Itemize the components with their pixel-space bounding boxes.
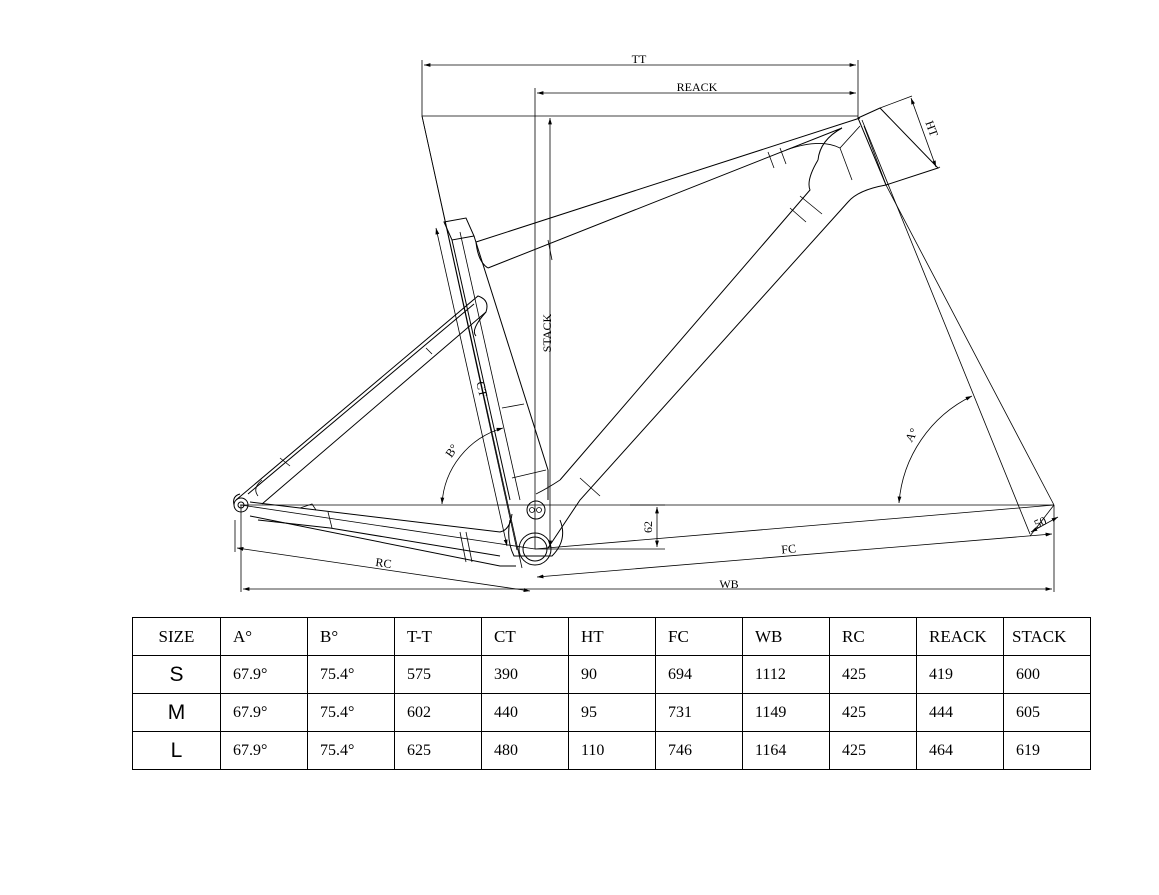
header-cell: CT [481,617,569,656]
table-row: L 67.9° 75.4° 625 480 110 746 1164 425 4… [132,731,1091,770]
down-tube [535,159,887,549]
dimension-ct: CT [435,227,508,547]
label-bb-drop: 62 [641,521,655,533]
table-cell: 605 [1003,693,1091,732]
dimension-a-angle: A° [897,395,973,504]
header-cell: FC [655,617,743,656]
bike-frame [233,107,939,567]
label-ct: CT [473,380,490,399]
label-reach: REACK [677,80,718,94]
table-cell: 67.9° [220,731,308,770]
dimension-reach: REACK [537,80,856,95]
header-cell: WB [742,617,830,656]
table-cell: 464 [916,731,1004,770]
label-b-angle: B° [442,441,461,460]
label-a-angle: A° [902,425,921,444]
table-cell: 694 [655,655,743,694]
header-cell: HT [568,617,656,656]
table-cell: 731 [655,693,743,732]
header-cell: STACK [1003,617,1091,656]
table-cell: 625 [394,731,482,770]
header-cell: A° [220,617,308,656]
table-cell: 440 [481,693,569,732]
table-cell: 602 [394,693,482,732]
dimension-wb: WB [243,577,1052,591]
geometry-table: SIZE A° B° T-T CT HT FC WB RC REACK STAC… [132,617,1091,770]
table-cell: 425 [829,731,917,770]
table-cell: 75.4° [307,731,395,770]
bottom-bracket [508,500,564,566]
table-row: M 67.9° 75.4° 602 440 95 731 1149 425 44… [132,693,1091,732]
label-fc: FC [781,541,797,556]
header-cell: REACK [916,617,1004,656]
table-cell: 425 [829,693,917,732]
dimension-stack: STACK [540,118,554,547]
table-cell: 480 [481,731,569,770]
label-rc: RC [375,555,393,571]
table-cell: 75.4° [307,655,395,694]
table-cell: 1164 [742,731,830,770]
dimension-rc: RC [236,547,531,592]
table-cell: 425 [829,655,917,694]
table-cell: 746 [655,731,743,770]
table-cell: 390 [481,655,569,694]
label-tt: TT [632,52,647,66]
head-tube [857,107,939,186]
dimension-ht: HT [879,95,941,169]
table-cell: 67.9° [220,693,308,732]
size-cell: M [132,693,221,732]
label-fork-offset: 50 [1032,513,1049,531]
table-cell: 575 [394,655,482,694]
dimension-fork-offset: 50 [1030,513,1059,533]
dimension-fc: FC [536,532,1053,579]
table-cell: 67.9° [220,655,308,694]
header-cell: SIZE [132,617,221,656]
header-cell: B° [307,617,395,656]
table-cell: 75.4° [307,693,395,732]
size-cell: S [132,655,221,694]
table-header-row: SIZE A° B° T-T CT HT FC WB RC REACK STAC… [132,617,1091,656]
table-cell: 95 [568,693,656,732]
label-wb: WB [719,577,738,591]
table-cell: 110 [568,731,656,770]
table-cell: 619 [1003,731,1091,770]
table-cell: 1149 [742,693,830,732]
label-ht: HT [922,119,941,139]
table-cell: 90 [568,655,656,694]
dimension-tt: TT [424,52,856,67]
header-cell: T-T [394,617,482,656]
label-stack: STACK [540,313,554,352]
seat-stay [235,295,488,505]
top-tube [475,117,861,269]
table-cell: 1112 [742,655,830,694]
table-cell: 600 [1003,655,1091,694]
table-row: S 67.9° 75.4° 575 390 90 694 1112 425 41… [132,655,1091,694]
size-cell: L [132,731,221,770]
table-cell: 444 [916,693,1004,732]
header-cell: RC [829,617,917,656]
construction-lines [234,60,1055,592]
table-cell: 419 [916,655,1004,694]
